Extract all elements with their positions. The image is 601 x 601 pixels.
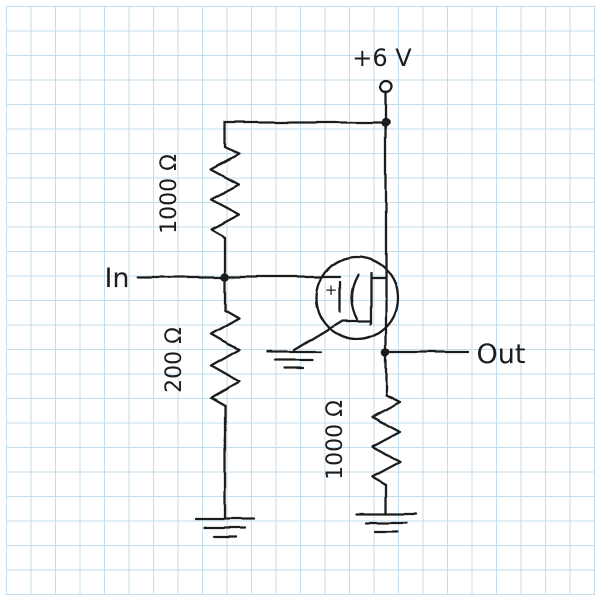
resistor-r3-value-label: 1000 Ω	[323, 400, 348, 480]
mosfet-source-wire	[292, 319, 373, 352]
resistor-r2-value-label: 200 Ω	[162, 327, 187, 393]
resistor-r1-value-label: 1000 Ω	[157, 154, 182, 234]
ground-source-icon	[266, 350, 322, 370]
supply-voltage-label: +6 V	[352, 44, 412, 72]
ground-left-icon	[194, 517, 256, 539]
grid-background	[6, 6, 595, 595]
wire-top-branch	[223, 120, 388, 149]
output-label: Out	[477, 339, 526, 370]
mosfet-curved-plate-icon	[350, 273, 360, 323]
resistor-r1-icon	[209, 145, 241, 239]
schematic-labels: +6 V In Out 1000 Ω 200 Ω 1000 Ω +	[104, 44, 525, 480]
mosfet-plus-label: +	[325, 281, 338, 299]
ground-right-icon	[355, 512, 417, 534]
mosfet-body-icon	[314, 255, 400, 341]
resistor-r2-icon	[209, 308, 241, 408]
resistor-r3-icon	[370, 393, 402, 487]
input-label: In	[104, 263, 129, 294]
wires-and-symbols	[136, 79, 470, 539]
